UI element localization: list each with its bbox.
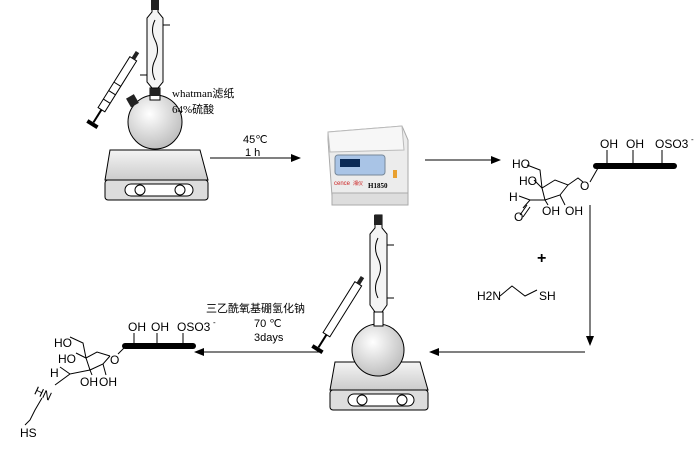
label-h: H bbox=[509, 190, 518, 204]
reflux-apparatus-2 bbox=[311, 214, 429, 411]
step3-temp: 70 ℃ bbox=[254, 318, 282, 330]
label-h2n: H2N bbox=[477, 289, 501, 303]
product-2-structure bbox=[24, 333, 196, 426]
label-oh: OH bbox=[128, 320, 146, 334]
step1-time: 1 h bbox=[245, 147, 260, 159]
label-oh: OH bbox=[600, 137, 618, 151]
label-ho: HO bbox=[54, 336, 72, 350]
label-o: O bbox=[514, 210, 523, 224]
label-o: O bbox=[110, 353, 119, 367]
label-h: H bbox=[50, 366, 59, 380]
step3-time: 3days bbox=[254, 332, 284, 344]
step3-reagent: 三乙酰氧基硼氢化钠 bbox=[206, 301, 305, 315]
syringe bbox=[86, 50, 140, 129]
label-hs: HS bbox=[20, 426, 37, 440]
label-sh: SH bbox=[539, 289, 556, 303]
hotplate-top bbox=[104, 149, 209, 181]
label-oso3: OSO3 bbox=[177, 320, 211, 334]
label-charge: - bbox=[691, 135, 694, 144]
joint-clamp bbox=[150, 88, 160, 96]
label-oh: OH bbox=[151, 320, 169, 334]
label-oh: OH bbox=[626, 137, 644, 151]
centrifuge-model: H1850 bbox=[368, 182, 388, 190]
centrifuge-brand-suffix: 湘仪 bbox=[353, 180, 363, 187]
reagent-line-2: 64%硫酸 bbox=[172, 102, 214, 116]
label-oso3: OSO3 bbox=[655, 137, 689, 151]
label-oh: OH bbox=[565, 204, 583, 218]
cysteamine-structure: H2N SH bbox=[477, 285, 556, 303]
label-oh: OH bbox=[80, 375, 98, 389]
product-1-structure bbox=[518, 150, 677, 218]
step1-temp: 45℃ bbox=[243, 134, 268, 146]
knob-icon bbox=[134, 184, 146, 196]
label-charge: - bbox=[213, 318, 216, 327]
centrifuge-brand: cence bbox=[334, 181, 351, 187]
knob-icon bbox=[356, 394, 368, 406]
label-ho: HO bbox=[519, 174, 537, 188]
plus-sign: + bbox=[537, 250, 546, 267]
reagent-line-1: whatman滤纸 bbox=[172, 87, 234, 100]
label-ho: HO bbox=[58, 352, 76, 366]
label-o: O bbox=[580, 179, 589, 193]
label-oh: OH bbox=[542, 204, 560, 218]
centrifuge: cence 湘仪 H1850 bbox=[327, 125, 409, 206]
label-hn: HN bbox=[32, 384, 54, 404]
knob-icon bbox=[174, 184, 186, 196]
condenser bbox=[146, 0, 164, 89]
reflux-apparatus-1 bbox=[86, 0, 209, 201]
label-ho: HO bbox=[512, 157, 530, 171]
label-oh: OH bbox=[99, 375, 117, 389]
knob-icon bbox=[396, 394, 408, 406]
